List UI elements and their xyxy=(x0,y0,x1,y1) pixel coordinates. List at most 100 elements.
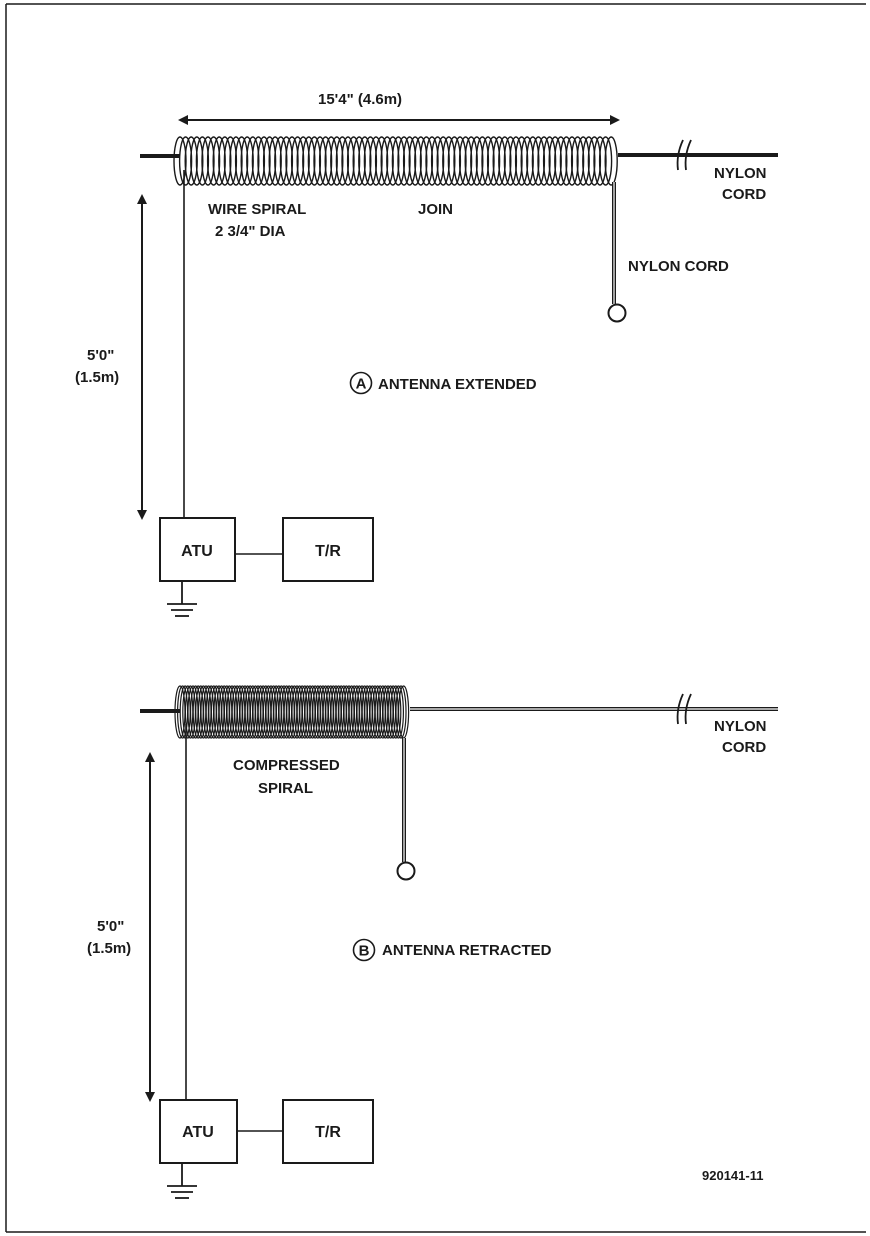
ground-icon xyxy=(167,581,197,617)
coil-turn xyxy=(178,136,193,186)
coil-turn xyxy=(453,136,467,186)
pull-ring-icon xyxy=(607,303,627,323)
coil-turn xyxy=(458,136,473,186)
coil-turn xyxy=(173,136,187,186)
compressed-spiral xyxy=(174,685,410,739)
coil-turn xyxy=(212,136,226,186)
pull-ring-icon xyxy=(396,861,416,881)
coil-turn xyxy=(498,136,512,186)
tr-label: T/R xyxy=(315,543,341,560)
coil-turn xyxy=(190,136,204,186)
coil-turn xyxy=(397,136,411,186)
coil-turn xyxy=(526,136,540,186)
coil-turn xyxy=(290,136,305,186)
coil-turn xyxy=(285,136,299,186)
coil-turn xyxy=(492,136,506,186)
join-label: JOIN xyxy=(418,201,453,218)
panel-a-antenna-extended: 15'4" (4.6m) WIRE SPIRAL 2 3/4" DIA JOIN… xyxy=(75,91,778,617)
atu-label: ATU xyxy=(182,1124,214,1141)
coil-turn xyxy=(346,136,361,186)
caption-antenna-retracted: ANTENNA RETRACTED xyxy=(382,942,552,959)
coil-turn xyxy=(390,685,402,739)
coil-turn xyxy=(307,136,322,186)
coil-turn xyxy=(570,136,585,186)
coil-turn xyxy=(598,136,613,186)
coil-turn xyxy=(520,136,534,186)
coil-turn xyxy=(246,136,260,186)
coil-turn xyxy=(425,136,439,186)
coil-turn xyxy=(509,136,523,186)
wire-spiral-label: WIRE SPIRAL xyxy=(208,201,306,218)
coil-turn xyxy=(554,136,568,186)
coil-turn xyxy=(395,685,407,739)
coil-turn xyxy=(218,136,232,186)
coil-turn xyxy=(430,136,445,186)
nylon-cord-right-label-1: NYLON xyxy=(714,165,767,182)
coil-turn xyxy=(475,136,490,186)
coil-turn xyxy=(587,136,602,186)
nylon-cord-drop-label: NYLON CORD xyxy=(628,258,729,275)
coil-turn xyxy=(442,136,456,186)
tr-label: T/R xyxy=(315,1124,341,1141)
coil-turn xyxy=(503,136,518,186)
coil-turn xyxy=(402,136,417,186)
coil-turn xyxy=(330,136,344,186)
coil-turn xyxy=(392,685,404,739)
coil-turn xyxy=(559,136,574,186)
coil-turn xyxy=(206,136,221,186)
svg-text:B: B xyxy=(359,943,370,960)
coil-turn xyxy=(514,136,529,186)
tr-box xyxy=(282,1099,374,1164)
coil-turn xyxy=(274,136,288,186)
coil-turn xyxy=(184,136,198,186)
coil-turn xyxy=(358,136,372,186)
coil-turn xyxy=(296,136,310,186)
circled-letter-icon: B xyxy=(352,938,376,962)
coil-turn xyxy=(542,136,557,186)
height-label-feet: 5'0" xyxy=(97,918,124,935)
atu-label: ATU xyxy=(181,543,213,560)
coil-turn xyxy=(229,136,243,186)
coil-turn xyxy=(313,136,327,186)
coil-turn xyxy=(268,136,282,186)
break-mark-icon xyxy=(676,693,692,725)
coil-turn xyxy=(436,136,450,186)
coil-turn xyxy=(391,136,406,186)
coil-turn xyxy=(318,136,333,186)
coil-turn xyxy=(335,136,350,186)
coil-turn xyxy=(302,136,316,186)
nylon-cord-right-label-1: NYLON xyxy=(714,718,767,735)
coil-turn xyxy=(593,136,607,186)
coil-turn xyxy=(374,136,389,186)
height-label-meters: (1.5m) xyxy=(87,940,131,957)
height-label-feet: 5'0" xyxy=(87,347,114,364)
coil-turn xyxy=(419,136,434,186)
coil-turn xyxy=(201,136,215,186)
coil-turn xyxy=(464,136,478,186)
nylon-cord-right-label-2: CORD xyxy=(722,739,766,756)
coil-turn xyxy=(363,136,378,186)
height-label-meters: (1.5m) xyxy=(75,369,119,386)
coil-turn xyxy=(481,136,495,186)
coil-turn xyxy=(414,136,428,186)
coil-turn xyxy=(369,136,383,186)
coil-turn xyxy=(380,136,394,186)
length-label: 15'4" (4.6m) xyxy=(318,91,402,108)
break-mark-icon xyxy=(676,139,692,171)
coil-turn xyxy=(352,136,366,186)
svg-text:A: A xyxy=(356,376,367,393)
coil-turn xyxy=(257,136,271,186)
coil-turn xyxy=(531,136,546,186)
compressed-spiral-label-1: COMPRESSED xyxy=(233,757,340,774)
coil-turn xyxy=(386,136,400,186)
nylon-cord-right-label-2: CORD xyxy=(722,186,766,203)
coil-turn xyxy=(470,136,484,186)
caption-antenna-extended: ANTENNA EXTENDED xyxy=(378,376,537,393)
coil-turn xyxy=(251,136,266,186)
coil-turn xyxy=(279,136,294,186)
ground-icon xyxy=(167,1163,197,1199)
coil-turn xyxy=(240,136,254,186)
panel-b-antenna-retracted: NYLON CORD COMPRESSED SPIRAL 5'0" (1.5m)… xyxy=(87,685,778,1199)
coil-turn xyxy=(604,136,618,186)
